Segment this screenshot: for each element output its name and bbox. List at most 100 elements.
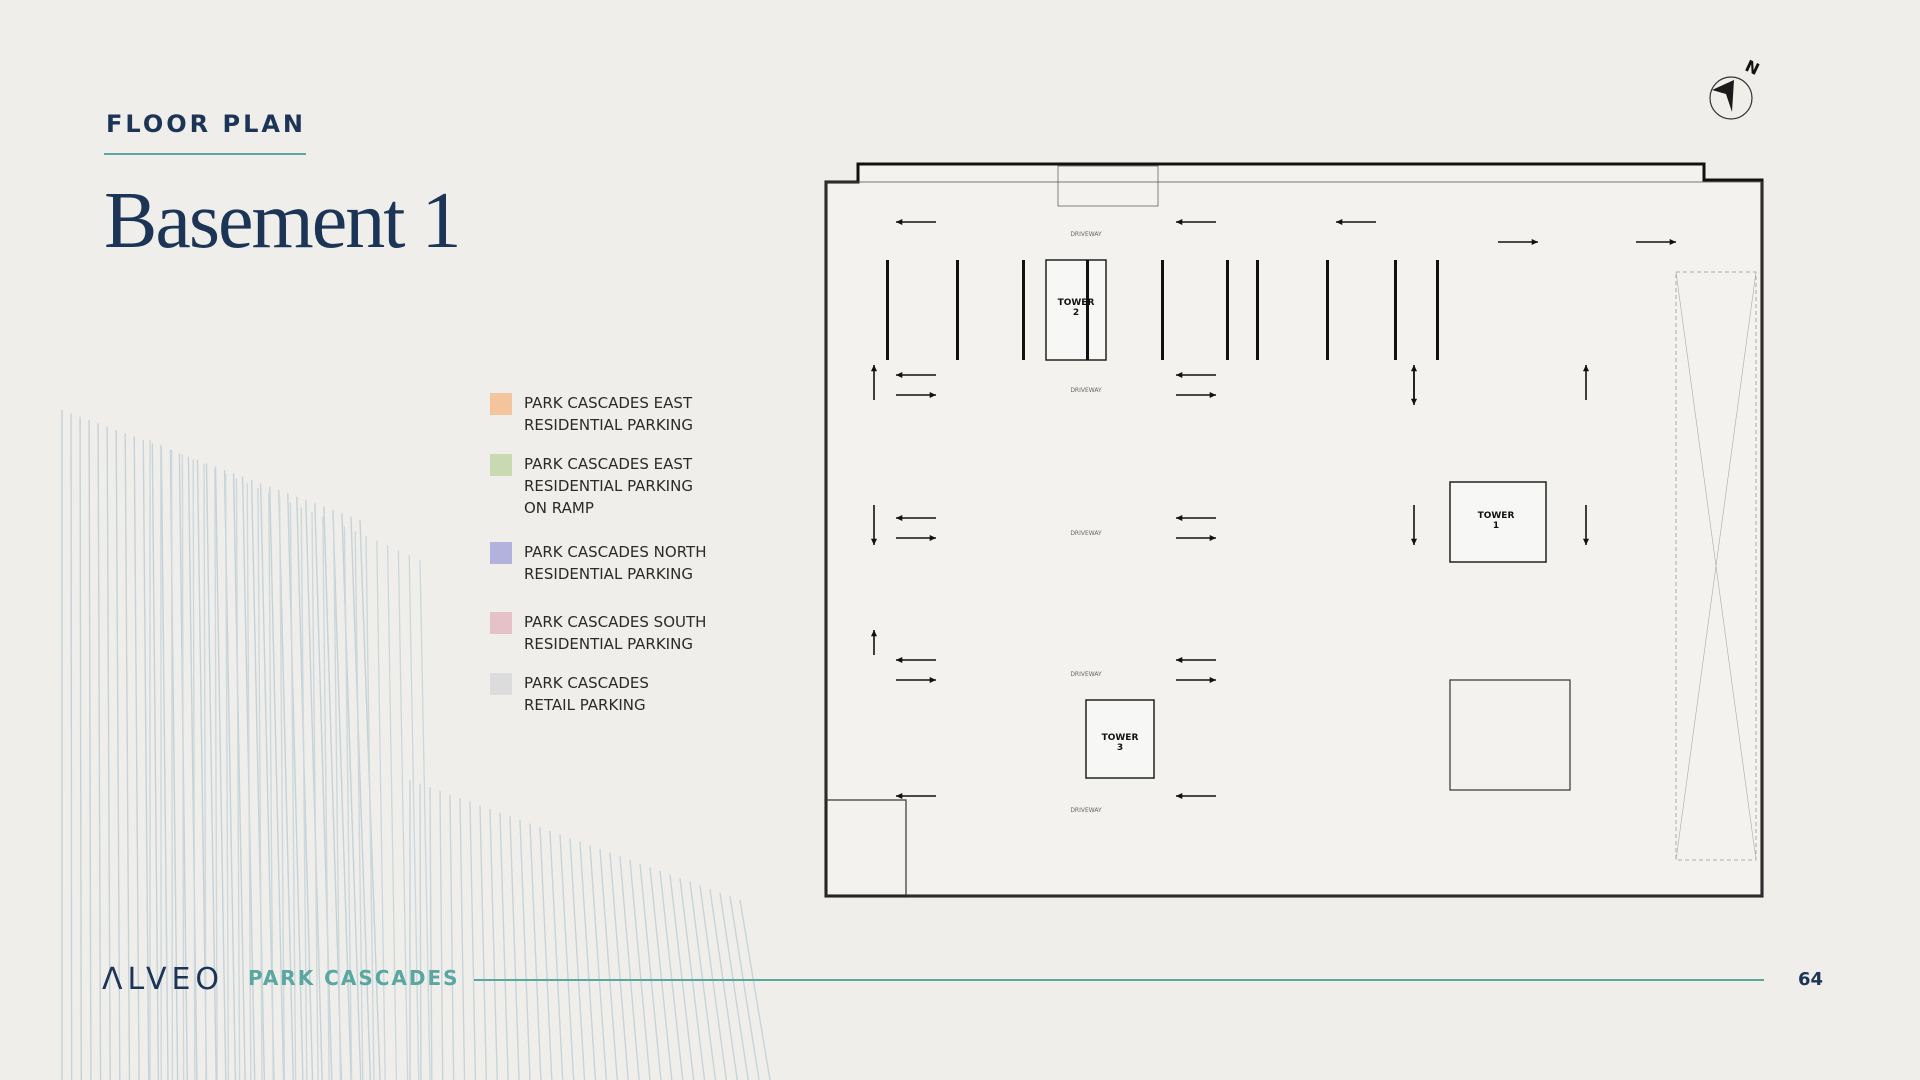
decor-line <box>609 852 629 1080</box>
utility-room <box>1057 165 1159 207</box>
legend-label-north: PARK CASCADES NORTH RESIDENTIAL PARKING <box>524 543 707 583</box>
traffic-arrowhead <box>896 371 903 379</box>
decor-line <box>449 794 455 1080</box>
decor-line <box>429 787 433 1080</box>
driveway-label: DRIVEWAY <box>1070 530 1102 537</box>
decor-line <box>699 885 728 1080</box>
decor-line <box>250 479 266 1080</box>
decor-line <box>376 540 386 1080</box>
decor-line <box>314 503 333 1080</box>
tower-2-core <box>1045 259 1107 361</box>
decor-line <box>170 449 174 1080</box>
traffic-arrowhead <box>896 656 903 664</box>
footer-divider <box>474 979 1764 981</box>
project-name: PARK CASCADES <box>248 966 460 990</box>
traffic-arrowhead <box>1582 365 1590 372</box>
decor-line <box>559 834 575 1080</box>
decor-line <box>619 856 640 1080</box>
decor-line <box>322 516 330 1080</box>
decor-line <box>469 801 477 1080</box>
decor-line <box>205 463 217 1080</box>
decor-line <box>311 511 319 1080</box>
decor-line <box>224 473 230 1080</box>
legend-swatch-retail <box>490 673 512 695</box>
decor-line <box>386 545 398 1080</box>
structural-column <box>1226 260 1229 360</box>
legend-label-retail: PARK CASCADES RETAIL PARKING <box>524 674 649 714</box>
section-divider <box>104 153 306 155</box>
decor-line <box>246 483 252 1080</box>
decor-line <box>214 466 227 1080</box>
traffic-arrowhead <box>870 630 878 637</box>
legend-label-south: PARK CASCADES SOUTH RESIDENTIAL PARKING <box>524 613 707 653</box>
traffic-arrowhead <box>896 514 903 522</box>
decor-line <box>439 790 444 1080</box>
legend-item-east: PARK CASCADES EAST RESIDENTIAL PARKING <box>490 392 750 436</box>
driveway-label: DRIVEWAY <box>1070 807 1102 814</box>
traffic-arrowhead <box>1176 218 1183 226</box>
driveway-label: DRIVEWAY <box>1070 387 1102 394</box>
traffic-arrowhead <box>870 365 878 372</box>
decor-line <box>287 493 304 1080</box>
decor-line <box>659 870 684 1080</box>
legend-item-east-ramp: PARK CASCADES EAST RESIDENTIAL PARKING O… <box>490 453 750 519</box>
legend-swatch-east <box>490 393 512 415</box>
decor-line <box>305 499 323 1080</box>
decor-line <box>397 550 409 1080</box>
traffic-arrowhead <box>929 676 936 684</box>
decor-line <box>419 559 431 1080</box>
decor-line <box>88 419 92 1080</box>
decor-line <box>257 487 263 1080</box>
decor-line <box>629 859 651 1080</box>
traffic-arrowhead <box>1176 792 1183 800</box>
decor-line <box>268 486 285 1080</box>
decor-line <box>509 816 520 1080</box>
legend-swatch-south <box>490 612 512 634</box>
decor-line <box>589 845 608 1080</box>
decor-line <box>489 809 498 1080</box>
legend-item-north: PARK CASCADES NORTH RESIDENTIAL PARKING <box>490 541 750 585</box>
decor-line <box>300 507 308 1080</box>
traffic-arrowhead <box>1410 365 1418 372</box>
decor-line <box>181 454 185 1080</box>
decor-line <box>519 819 531 1080</box>
decor-line <box>350 516 372 1080</box>
traffic-arrowhead <box>1176 514 1183 522</box>
decor-line <box>278 497 286 1080</box>
decor-line <box>203 463 207 1080</box>
decor-line <box>539 827 553 1080</box>
decor-line <box>289 502 297 1080</box>
decor-line <box>214 468 218 1080</box>
decor-line <box>649 867 673 1080</box>
decor-line <box>232 473 246 1080</box>
decor-line <box>669 874 695 1080</box>
decor-line <box>124 433 131 1080</box>
compass-north-label: N <box>1742 56 1762 79</box>
traffic-arrowhead <box>1410 538 1418 545</box>
legend-item-south: PARK CASCADES SOUTH RESIDENTIAL PARKING <box>490 611 750 655</box>
decor-line <box>70 413 73 1080</box>
decor-line <box>529 823 542 1080</box>
decor-line <box>192 459 196 1080</box>
decor-line <box>709 888 738 1080</box>
decor-line <box>499 812 509 1080</box>
decor-line <box>142 439 150 1080</box>
traffic-arrowhead <box>929 534 936 542</box>
structural-column <box>1394 260 1397 360</box>
decor-line <box>479 805 488 1080</box>
structural-column <box>1086 260 1089 360</box>
legend-label-east-ramp: PARK CASCADES EAST RESIDENTIAL PARKING O… <box>524 455 693 517</box>
traffic-arrowhead <box>896 792 903 800</box>
decor-line <box>332 521 342 1080</box>
traffic-arrowhead <box>1410 398 1418 405</box>
traffic-arrowhead <box>1209 676 1216 684</box>
section-label: FLOOR PLAN <box>106 110 307 138</box>
decor-line <box>133 436 140 1080</box>
traffic-arrowhead <box>1531 238 1538 246</box>
decor-line <box>459 798 466 1080</box>
traffic-arrowhead <box>1176 371 1183 379</box>
